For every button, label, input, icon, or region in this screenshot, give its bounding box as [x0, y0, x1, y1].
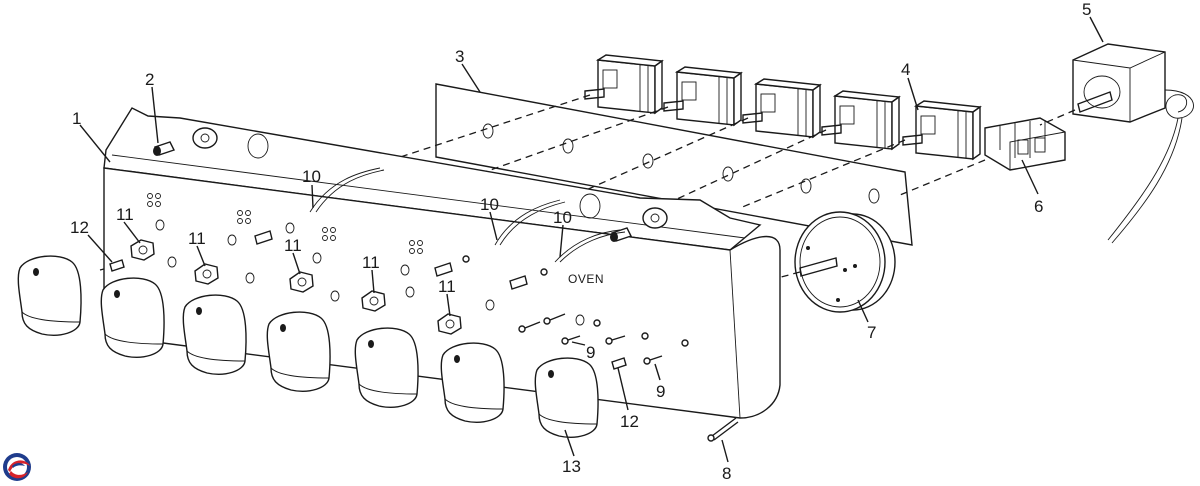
- callout-10a: 10: [302, 167, 321, 186]
- energy-regulators: [584, 54, 982, 161]
- callout-11e: 11: [438, 277, 456, 296]
- callout-numbers: 1 2 3 4 5 6 7 8 9 9 10 10 10 11 11 11 11…: [70, 0, 1091, 483]
- knob-1: [17, 255, 82, 336]
- callout-1: 1: [72, 109, 81, 128]
- regulator-1: [584, 54, 664, 115]
- callout-9b: 9: [656, 382, 665, 401]
- callout-7: 7: [867, 323, 876, 342]
- regulator-3: [742, 78, 822, 139]
- callout-5: 5: [1082, 0, 1091, 19]
- timer: [794, 211, 896, 313]
- callout-11b: 11: [188, 229, 206, 248]
- leader-lines: [79, 16, 1104, 463]
- callout-3: 3: [455, 47, 464, 66]
- callout-6: 6: [1034, 197, 1043, 216]
- callout-11a: 11: [116, 205, 134, 224]
- callout-9a: 9: [586, 343, 595, 362]
- regulator-5: [902, 100, 982, 161]
- indicator-lamps: [153, 141, 632, 242]
- regulator-4: [821, 90, 901, 151]
- screws: [518, 313, 689, 365]
- callout-4: 4: [901, 60, 910, 79]
- brand-logo: [3, 453, 31, 481]
- knob-4: [266, 311, 331, 392]
- rear-plate: [435, 83, 913, 246]
- knob-7: [534, 357, 599, 438]
- selector-switch: [984, 117, 1066, 171]
- callout-12b: 12: [620, 412, 639, 431]
- regulator-2: [663, 66, 743, 127]
- callout-8: 8: [722, 464, 731, 483]
- panel-holes: [147, 193, 585, 326]
- knob-2: [100, 277, 165, 358]
- knob-6: [440, 342, 505, 423]
- knob-5: [354, 327, 419, 408]
- knobs: [17, 255, 599, 438]
- oven-label: OVEN: [568, 272, 604, 286]
- knob-inserts: [109, 259, 627, 370]
- knob-3: [182, 294, 247, 375]
- callout-10b: 10: [480, 195, 499, 214]
- fixing-screw: [707, 417, 739, 442]
- callout-13: 13: [562, 457, 581, 476]
- thermostat: [1072, 43, 1194, 244]
- callout-10c: 10: [553, 208, 572, 227]
- callout-11d: 11: [362, 253, 380, 272]
- callout-2: 2: [145, 70, 154, 89]
- callout-11c: 11: [284, 236, 302, 255]
- callout-12a: 12: [70, 218, 89, 237]
